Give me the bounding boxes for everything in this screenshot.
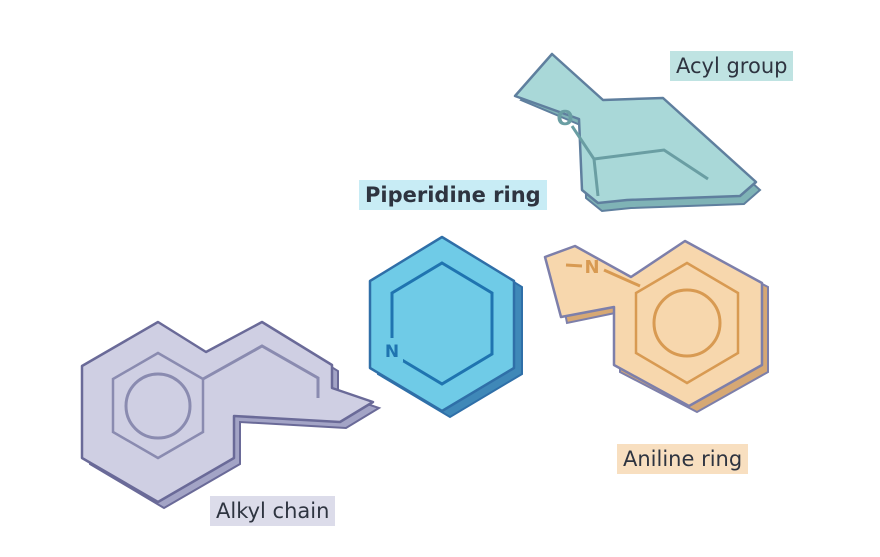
piperidine-inner-ring <box>390 261 494 386</box>
aniline-fragment: N <box>543 239 769 414</box>
piperidine-ring-label: Piperidine ring <box>359 180 547 210</box>
acyl-body <box>513 52 758 205</box>
acyl-chain-bond <box>593 148 709 181</box>
aniline-ring-bond <box>603 268 641 288</box>
aniline-inner-ring <box>634 261 740 385</box>
acyl-oxygen-atom: O <box>556 106 573 130</box>
alkyl-fragment <box>80 320 382 510</box>
aniline-nitrogen-atom: N <box>584 257 599 278</box>
aniline-ring-label: Aniline ring <box>617 444 749 474</box>
aniline-nitrogen-bond <box>565 263 583 268</box>
alkyl-aromatic-circle <box>124 372 192 440</box>
acyl-fragment: O <box>513 52 762 213</box>
piperidine-body <box>368 235 516 413</box>
alkyl-chain-bond <box>202 344 320 398</box>
piperidine-nitrogen-atom: N <box>385 342 399 362</box>
alkyl-chain-label: Alkyl chain <box>210 496 336 526</box>
acyl-group-label: Acyl group <box>670 51 794 81</box>
aniline-aromatic-circle <box>652 288 722 358</box>
piperidine-fragment: N <box>368 235 523 419</box>
